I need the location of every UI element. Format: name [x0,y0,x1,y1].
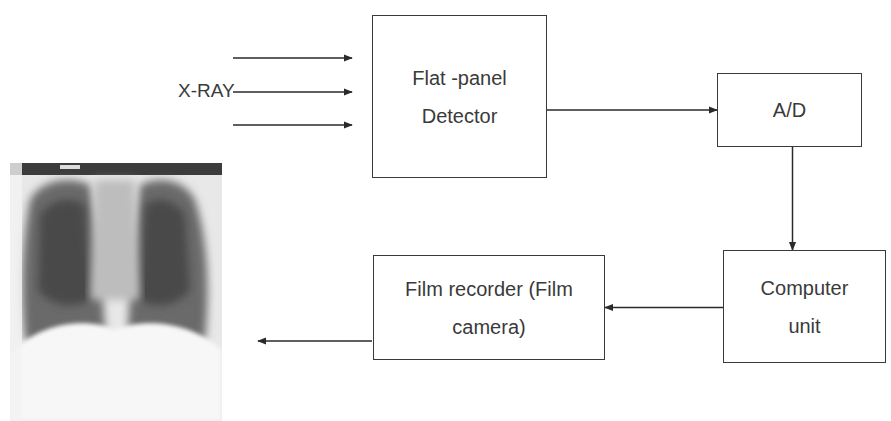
signal-arrow [605,307,723,309]
signal-arrow [547,109,717,111]
box-label: Flat -panel Detector [400,59,520,135]
output-arrow [258,340,372,342]
xray-arrow [233,124,352,126]
xray-arrow [233,91,352,93]
box-label: Film recorder (Film camera) [404,270,574,346]
detector-box: Flat -panel Detector [372,15,547,178]
xray-input-arrows [233,58,352,125]
xray-arrow [233,57,352,59]
converter-box: A/D [717,73,862,147]
computer-box: Computer unit [723,250,886,363]
chest-xray-image [10,163,222,421]
signal-label: X-RAY [178,80,235,102]
signal-arrow [792,147,794,250]
box-label: Computer unit [755,269,855,345]
box-label: A/D [773,91,806,129]
recorder-box: Film recorder (Film camera) [373,255,605,360]
